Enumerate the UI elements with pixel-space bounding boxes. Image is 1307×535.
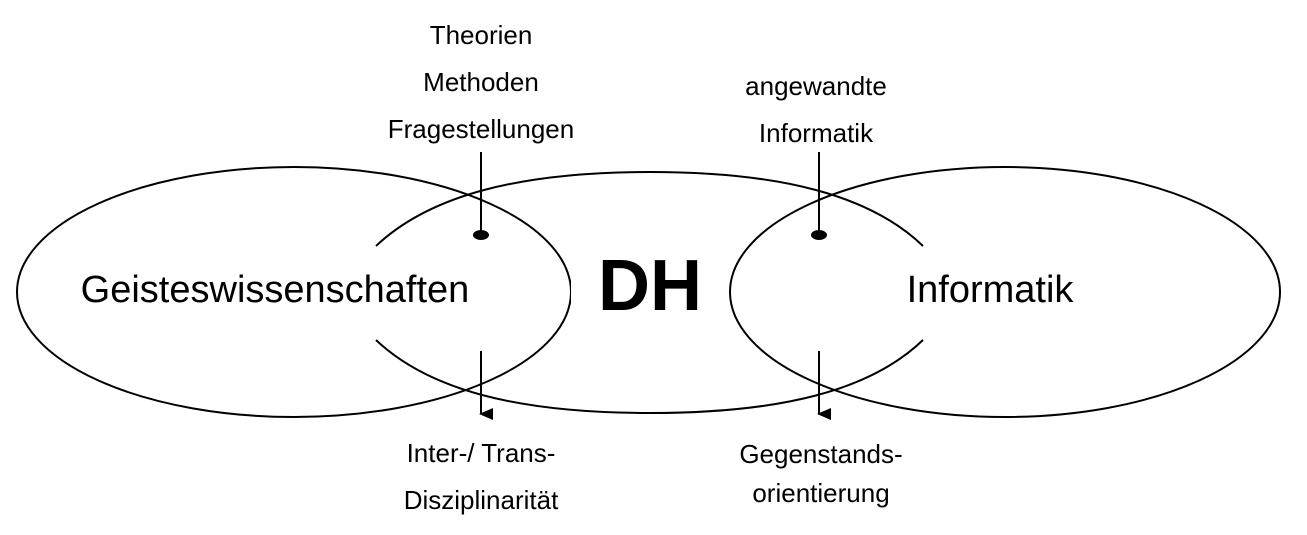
label-orientierung: orientierung xyxy=(752,478,890,508)
node-informatik: Informatik xyxy=(906,269,1074,311)
label-methoden: Methoden xyxy=(423,67,539,97)
label-theorien: Theorien xyxy=(429,20,533,50)
ellipse-dh-upper-arc xyxy=(375,170,924,247)
connector-top-left-dot xyxy=(473,230,489,240)
node-geisteswissenschaften: Geisteswissenschaften xyxy=(80,269,470,311)
label-disziplinaritaet: Disziplinarität xyxy=(403,485,559,515)
label-inter-trans: Inter-/ Trans- xyxy=(406,438,556,468)
ellipse-dh-lower-arc xyxy=(375,339,924,415)
node-dh: DH xyxy=(598,246,702,326)
label-angewandte-informatik: Informatik xyxy=(758,118,874,148)
ellipse-informatik xyxy=(729,166,1281,418)
connector-top-right-dot xyxy=(811,230,827,240)
label-gegenstands: Gegenstands- xyxy=(739,439,903,469)
label-angewandte: angewandte xyxy=(745,71,887,101)
label-fragestellungen: Fragestellungen xyxy=(387,114,575,144)
